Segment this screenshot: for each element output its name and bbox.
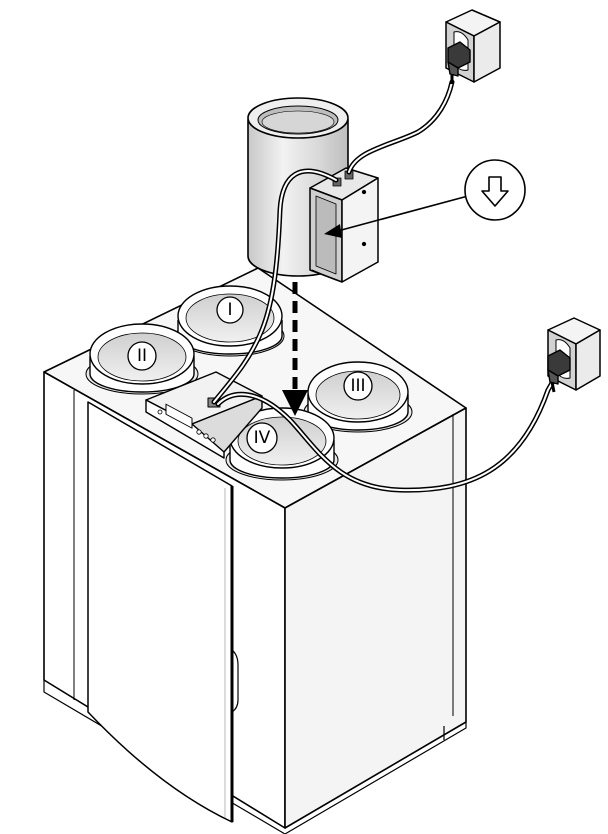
install-direction-arrow (282, 282, 308, 416)
port-3 (303, 361, 413, 433)
plug-right (547, 349, 571, 393)
port-2-marker (127, 341, 157, 371)
port-1-label: I (227, 300, 232, 320)
control-panel (145, 371, 263, 459)
plug-top (447, 41, 471, 84)
port-4 (225, 407, 339, 481)
port-3-label: III (350, 376, 365, 396)
port-2-label: II (137, 346, 147, 366)
callout (324, 159, 526, 238)
controller-box (309, 167, 379, 283)
front-door-panel (87, 401, 233, 823)
port-2 (85, 323, 199, 395)
port-1-marker (216, 296, 244, 324)
down-arrow-icon (481, 176, 509, 207)
cables (211, 79, 559, 493)
door-handle (231, 649, 239, 713)
port-3-marker (343, 371, 373, 401)
ventilation-unit (43, 267, 467, 834)
port-4-marker (246, 422, 278, 454)
wall-socket-top (445, 9, 501, 83)
port-4-label: IV (254, 428, 271, 448)
